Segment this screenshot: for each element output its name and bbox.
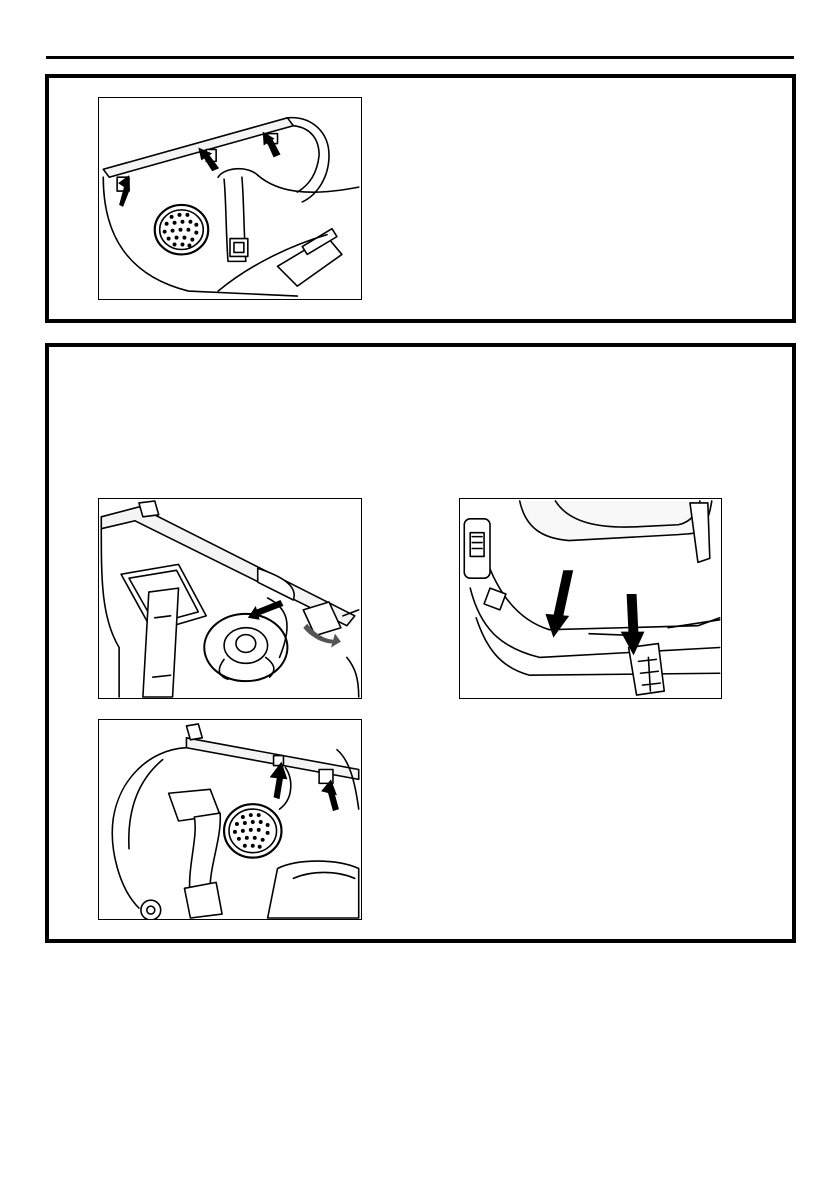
speaker-removal-figure: [98, 498, 362, 699]
helmet-speaker-mounting-icon: [99, 98, 361, 299]
speaker-installation-figure: [98, 719, 362, 920]
header-rule: [46, 56, 794, 59]
speaker-removal-icon: [99, 499, 361, 698]
helmet-padding-clip-icon: [460, 499, 721, 698]
speaker-installation-icon: [99, 720, 361, 919]
helmet-speaker-mounting-figure: [98, 97, 362, 300]
helmet-padding-clip-figure: [459, 498, 722, 699]
